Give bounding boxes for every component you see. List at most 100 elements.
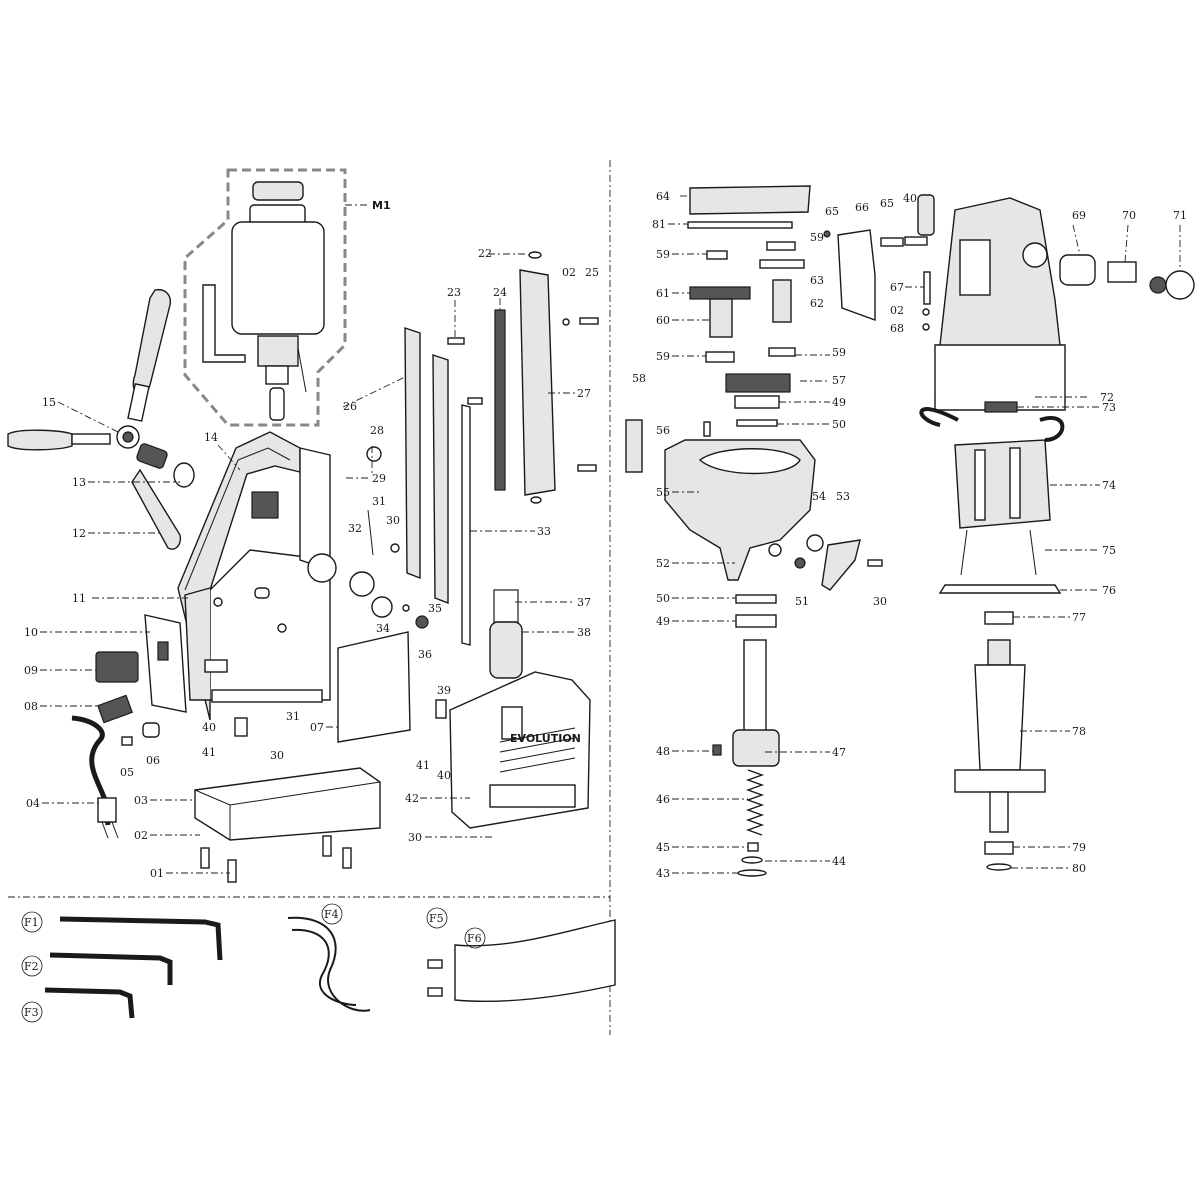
callout-22: 22	[478, 247, 492, 260]
gearbox-housing	[664, 439, 883, 591]
callout-52: 52	[656, 557, 670, 570]
callout-66: 66	[855, 201, 869, 214]
callout-55: 55	[656, 486, 670, 499]
callout-61: 61	[656, 287, 670, 300]
callout-63: 63	[810, 274, 824, 287]
callout-36: 36	[418, 648, 432, 661]
callout-30a: 30	[270, 749, 284, 762]
callout-28: 28	[370, 424, 384, 437]
callout-56: 56	[656, 424, 670, 437]
callout-50b: 50	[656, 592, 670, 605]
callout-04: 04	[26, 797, 40, 810]
motor-housing	[934, 197, 1195, 411]
callout-31a: 31	[286, 710, 300, 723]
callout-29: 29	[372, 472, 386, 485]
cable-sleeve	[489, 589, 523, 679]
callout-02b: 02	[562, 266, 576, 279]
callout-65b: 65	[880, 197, 894, 210]
callout-59c: 59	[810, 231, 824, 244]
callout-f5: F5	[429, 912, 444, 925]
callout-14: 14	[204, 431, 218, 444]
callout-41a: 41	[202, 746, 216, 759]
callout-40c: 40	[903, 192, 917, 205]
callout-f3: F3	[24, 1006, 39, 1019]
callout-05: 05	[120, 766, 134, 779]
callout-47: 47	[832, 746, 846, 759]
stator	[919, 401, 1065, 594]
callout-m1: M1	[372, 199, 391, 212]
callout-37: 37	[577, 596, 591, 609]
callout-26: 26	[343, 400, 357, 413]
callout-31b: 31	[372, 495, 386, 508]
callout-25: 25	[585, 266, 599, 279]
spindle	[712, 594, 780, 877]
pinion-parts	[307, 446, 429, 629]
callout-74: 74	[1102, 479, 1116, 492]
callout-68: 68	[890, 322, 904, 335]
brush-holder	[823, 194, 935, 331]
callout-40a: 40	[202, 721, 216, 734]
callout-42: 42	[405, 792, 419, 805]
callout-71: 71	[1173, 209, 1187, 222]
callout-59b: 59	[656, 350, 670, 363]
callout-43: 43	[656, 867, 670, 880]
front-cover: EVOLUTION	[449, 671, 591, 829]
callout-39: 39	[437, 684, 451, 697]
callout-79: 79	[1072, 841, 1086, 854]
feed-handles	[7, 288, 195, 550]
chip-guard	[427, 919, 616, 1002]
callout-f4: F4	[324, 908, 339, 921]
callout-01: 01	[150, 867, 164, 880]
callout-62: 62	[810, 297, 824, 310]
callout-13: 13	[72, 476, 86, 489]
hex-keys	[44, 916, 223, 1019]
callout-f6: F6	[467, 932, 482, 945]
section-dividers	[8, 160, 611, 1035]
callout-06: 06	[146, 754, 160, 767]
callout-11: 11	[72, 592, 86, 605]
leader-lines	[40, 195, 1181, 874]
magnet-base	[194, 631, 447, 883]
callout-08: 08	[24, 700, 38, 713]
callout-38: 38	[577, 626, 591, 639]
callout-24: 24	[493, 286, 507, 299]
callout-02c: 02	[890, 304, 904, 317]
callout-03: 03	[134, 794, 148, 807]
callout-76: 76	[1102, 584, 1116, 597]
callout-12: 12	[72, 527, 86, 540]
callout-72: 72	[1100, 391, 1114, 404]
armature	[954, 611, 1046, 871]
callout-75: 75	[1102, 544, 1116, 557]
gears	[625, 241, 805, 473]
callout-46: 46	[656, 793, 670, 806]
callout-27: 27	[577, 387, 591, 400]
guide-rails	[404, 251, 599, 646]
callout-78: 78	[1072, 725, 1086, 738]
callout-30b: 30	[386, 514, 400, 527]
callout-59d: 59	[832, 346, 846, 359]
callout-23: 23	[447, 286, 461, 299]
callout-07: 07	[310, 721, 324, 734]
callout-59a: 59	[656, 248, 670, 261]
callout-77: 77	[1072, 611, 1086, 624]
callout-54: 54	[812, 490, 826, 503]
callout-30d: 30	[873, 595, 887, 608]
switch-and-cable	[71, 614, 187, 839]
callout-65a: 65	[825, 205, 839, 218]
callout-41b: 41	[416, 759, 430, 772]
callout-02: 02	[134, 829, 148, 842]
callout-60: 60	[656, 314, 670, 327]
callout-67: 67	[890, 281, 904, 294]
motor-assembly-m1	[183, 168, 368, 427]
callout-73: 73	[1102, 401, 1116, 414]
callout-49b: 49	[656, 615, 670, 628]
cover-brand-label: EVOLUTION	[510, 732, 581, 745]
callout-30c: 30	[408, 831, 422, 844]
callout-labels: M1 15 13 12 11 10 09 08 04 03 02 01 05 0…	[21, 190, 1187, 1023]
callout-15: 15	[42, 396, 56, 409]
callout-50a: 50	[832, 418, 846, 431]
callout-34: 34	[376, 622, 390, 635]
callout-35: 35	[428, 602, 442, 615]
callout-70: 70	[1122, 209, 1136, 222]
